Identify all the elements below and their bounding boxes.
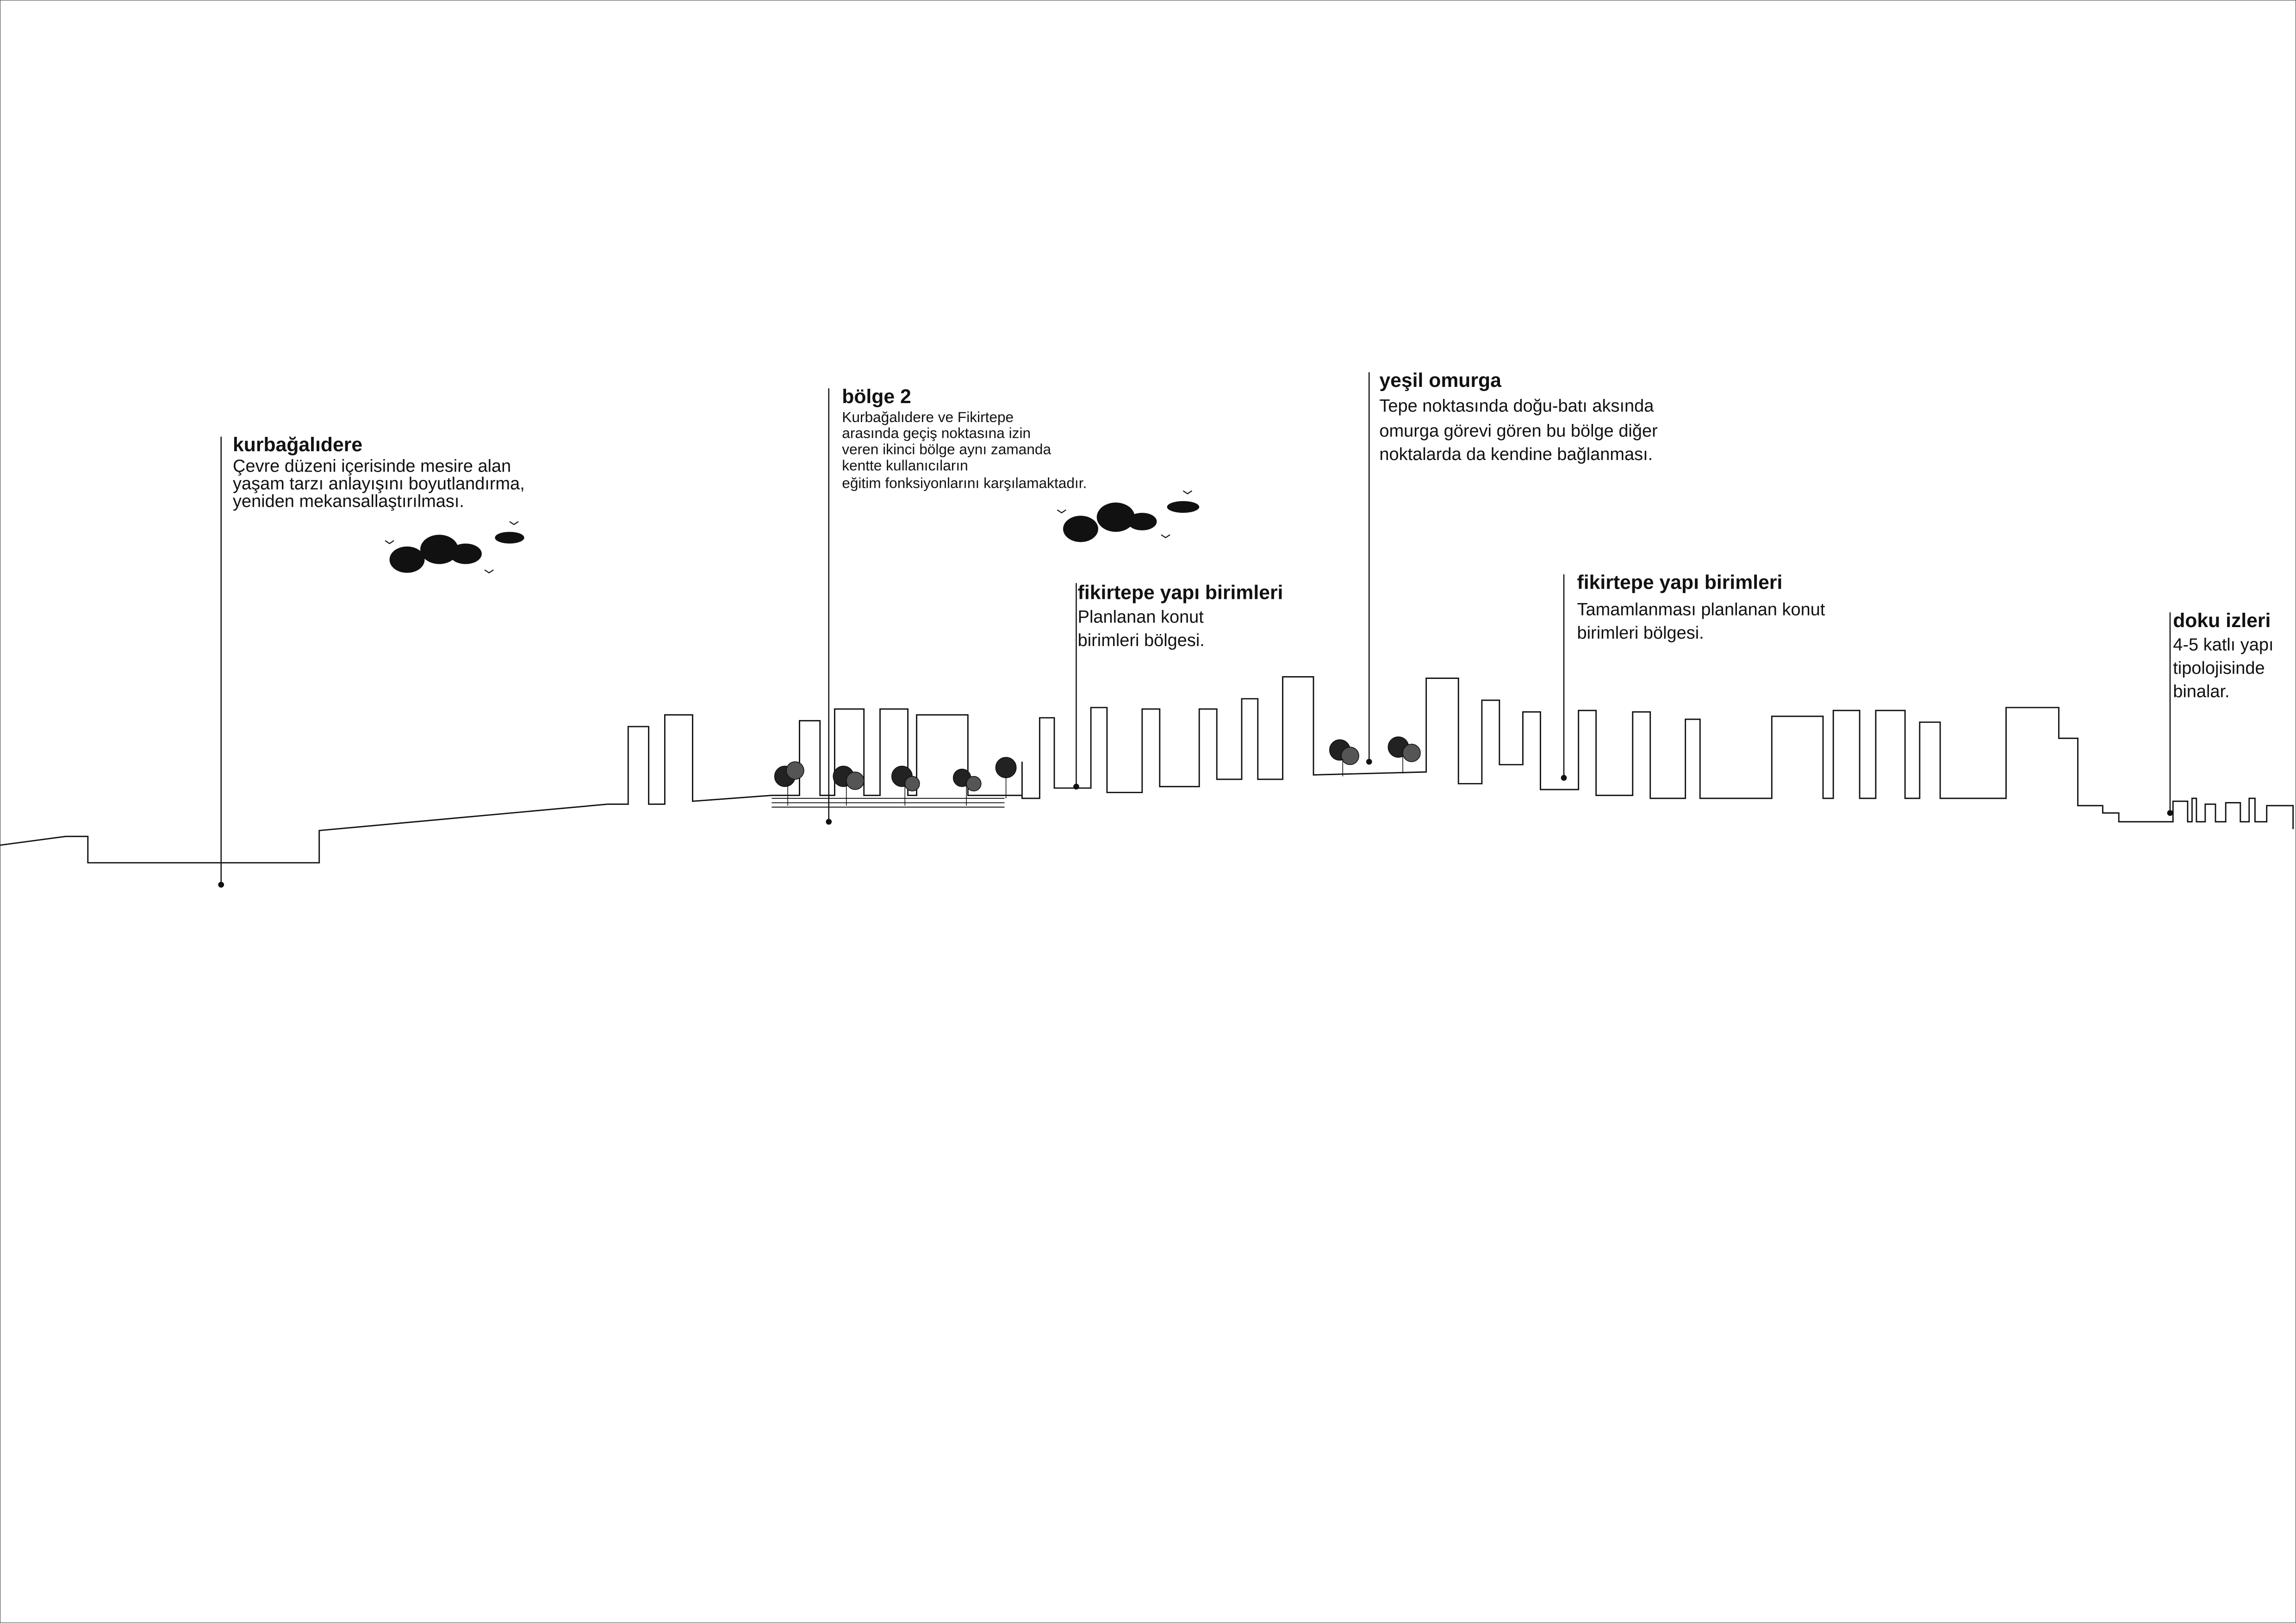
tree-icon (891, 765, 920, 806)
annotation-text: birimleri bölgesi. (1078, 631, 1205, 650)
annotation-title: fikirtepe yapı birimleri (1577, 572, 1783, 594)
annotation-yesil-omurga: yeşil omurga Tepe noktasında doğu-batı a… (1379, 369, 1658, 464)
annotation-text: eğitim fonksiyonlarını karşılamaktadır. (842, 474, 1087, 491)
cloud-icon (1063, 501, 1200, 542)
annotation-text: Çevre düzeni içerisinde mesire alan (233, 456, 511, 476)
skyline-section-line (0, 676, 2294, 864)
annotation-text: veren ikinci bölge aynı zamanda (842, 441, 1051, 458)
annotation-text: binalar. (2173, 682, 2229, 702)
annotation-kurbagalidere: kurbağalıdere Çevre düzeni içerisinde me… (233, 434, 525, 511)
leader-dots (218, 759, 2173, 888)
annotation-text: omurga görevi gören bu bölge diğer (1379, 422, 1658, 441)
annotation-text: Planlanan konut (1078, 607, 1204, 627)
annotation-text: Kurbağalıdere ve Fikirtepe (842, 409, 1014, 425)
bird-icons (385, 490, 1193, 574)
tree-icon (1329, 739, 1359, 777)
annotation-text: yeniden mekansallaştırılması. (233, 491, 464, 511)
annotation-title: doku izleri (2173, 609, 2271, 632)
annotation-text: Tepe noktasında doğu-batı aksında (1379, 397, 1654, 416)
annotation-title: kurbağalıdere (233, 434, 362, 456)
annotation-text: yaşam tarzı anlayışını boyutlandırma, (233, 474, 525, 493)
tree-icon (952, 768, 982, 806)
tree-icon (774, 761, 804, 806)
annotation-text: 4-5 katlı yapı (2173, 635, 2273, 654)
annotation-text: tipolojisinde (2173, 659, 2265, 678)
annotation-text: birimleri bölgesi. (1577, 623, 1704, 643)
tree-icon (833, 765, 865, 806)
annotation-text: kentte kullanıcıların (842, 457, 968, 473)
annotation-title: yeşil omurga (1379, 369, 1502, 392)
tree-icon (1388, 736, 1421, 774)
annotation-bolge-2: bölge 2 Kurbağalıdere ve Fikirtepe arası… (842, 386, 1087, 491)
annotation-title: bölge 2 (842, 386, 911, 408)
tree-icon (995, 757, 1017, 799)
tree-icons (774, 736, 1421, 806)
annotation-text: arasında geçiş noktasına izin (842, 425, 1031, 442)
annotation-doku-izleri: doku izleri 4-5 katlı yapı tipolojisinde… (2173, 609, 2273, 702)
annotation-text: Tamamlanması planlanan konut (1577, 600, 1825, 620)
annotation-text: noktalarda da kendine bağlanması. (1379, 445, 1653, 464)
annotation-fikirtepe-1: fikirtepe yapı birimleri Planlanan konut… (1078, 582, 1283, 650)
cloud-icon (389, 532, 524, 573)
bolge2-platform (772, 798, 1005, 808)
annotation-title: fikirtepe yapı birimleri (1078, 582, 1283, 604)
leader-lines (220, 372, 2171, 885)
annotation-fikirtepe-2: fikirtepe yapı birimleri Tamamlanması pl… (1577, 572, 1825, 643)
